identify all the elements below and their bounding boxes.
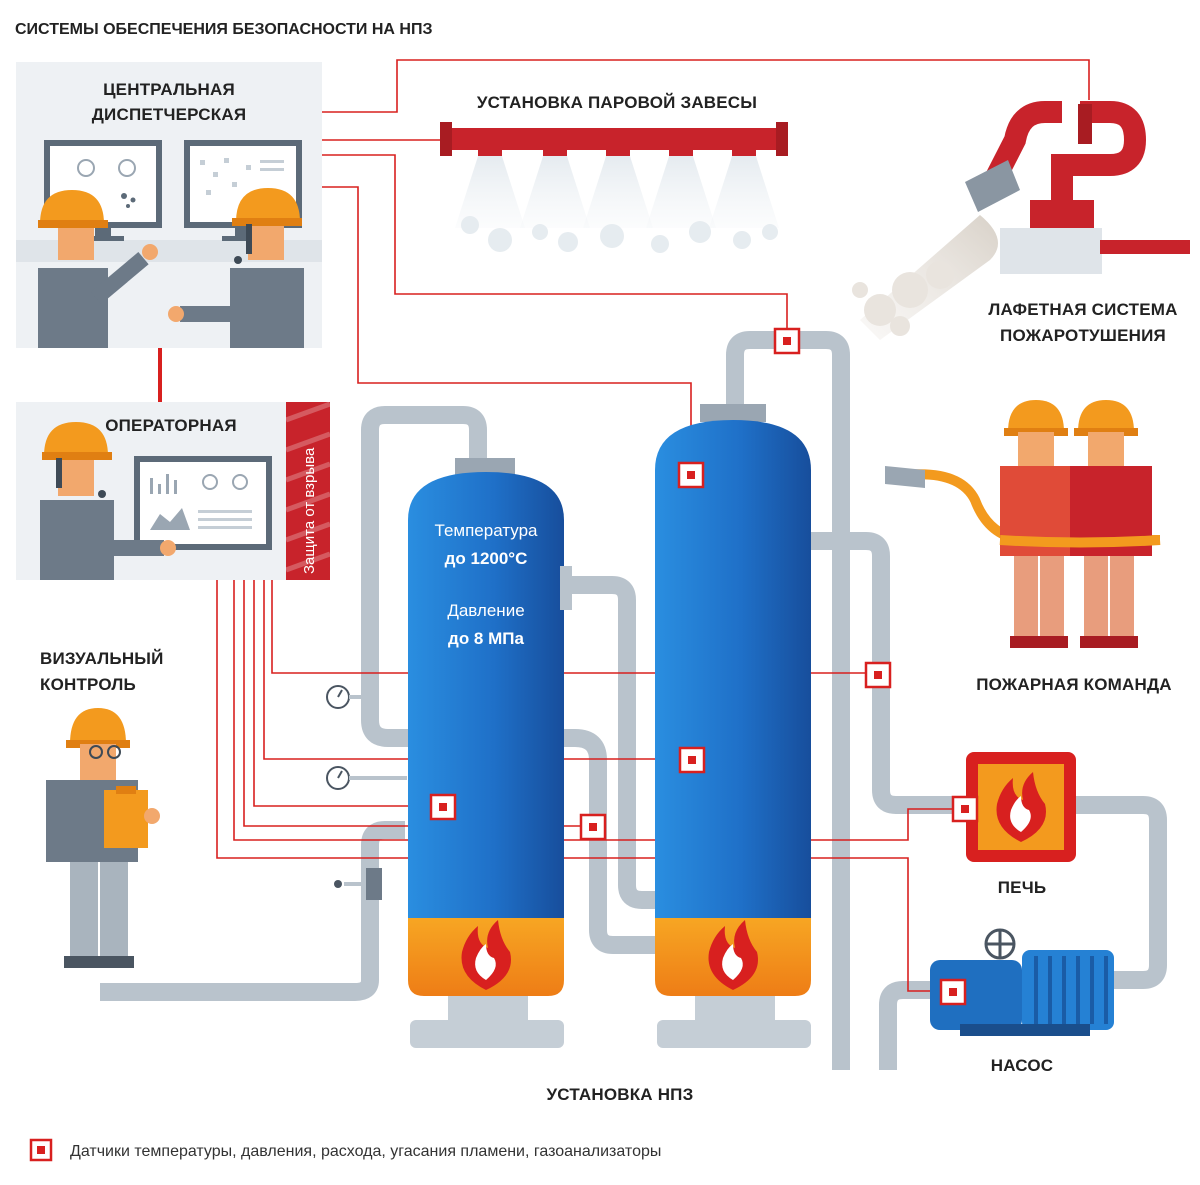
flame-icon — [461, 920, 511, 990]
pressure-value: до 8 МПа — [448, 629, 524, 648]
legend: Датчики температуры, давления, расхода, … — [29, 1138, 661, 1162]
dispatch-title-line2: ДИСПЕТЧЕРСКАЯ — [92, 105, 247, 124]
legend-text: Датчики температуры, давления, расхода, … — [70, 1143, 661, 1160]
visual-control-line1: ВИЗУАЛЬНЫЙ — [40, 649, 164, 668]
flame-icon — [996, 772, 1046, 842]
sensor-marker — [864, 661, 892, 689]
pump-label: НАСОС — [991, 1056, 1053, 1075]
sensor-marker — [773, 327, 801, 355]
operator-room-title: ОПЕРАТОРНАЯ — [105, 416, 237, 435]
sensor-legend-icon — [29, 1138, 53, 1162]
explosion-protection-label: Защита от взрыва — [301, 447, 318, 574]
visual-control-group: ВИЗУАЛЬНЫЙ КОНТРОЛЬ — [40, 649, 164, 968]
dispatcher-person-left — [38, 190, 158, 348]
pressure-gauges — [326, 685, 407, 900]
operator-monitor — [134, 456, 272, 550]
dispatcher-person-right — [168, 188, 304, 348]
refinery-unit-label: УСТАНОВКА НПЗ — [547, 1085, 694, 1104]
gauge-icon — [326, 685, 375, 709]
operator-room-panel: Защита от взрыва ОПЕРАТОРНАЯ — [16, 401, 331, 580]
gauge-icon — [326, 766, 407, 790]
pump-unit: НАСОС — [930, 928, 1114, 1075]
sensor-marker — [951, 795, 979, 823]
inspector-person — [46, 708, 160, 968]
sensor-marker — [677, 461, 705, 489]
valve-icon — [334, 868, 382, 900]
page-title: СИСТЕМЫ ОБЕСПЕЧЕНИЯ БЕЗОПАСНОСТИ НА НПЗ — [15, 21, 433, 38]
sensor-marker — [579, 813, 607, 841]
pressure-label: Давление — [447, 601, 524, 620]
fire-team-label: ПОЖАРНАЯ КОМАНДА — [976, 675, 1172, 694]
furnace-unit: ПЕЧЬ — [966, 752, 1076, 897]
firefighter-right — [1070, 400, 1152, 648]
sensor-marker — [678, 746, 706, 774]
flame-icon — [708, 920, 758, 990]
fire-monitor-label-line1: ЛАФЕТНАЯ СИСТЕМА — [988, 300, 1177, 319]
left-tank: Температура до 1200°С Давление до 8 МПа — [408, 458, 572, 1048]
central-dispatch-panel: ЦЕНТРАЛЬНАЯ ДИСПЕТЧЕРСКАЯ — [16, 62, 322, 348]
sensor-marker — [429, 793, 457, 821]
right-tank — [655, 404, 811, 1048]
visual-control-line2: КОНТРОЛЬ — [40, 675, 136, 694]
sensors — [429, 327, 979, 1006]
dispatch-title-line1: ЦЕНТРАЛЬНАЯ — [103, 80, 235, 99]
steam-curtain-unit: УСТАНОВКА ПАРОВОЙ ЗАВЕСЫ — [440, 93, 788, 253]
furnace-label: ПЕЧЬ — [998, 878, 1047, 897]
temp-value: до 1200°С — [445, 549, 528, 568]
fire-team-group: ПОЖАРНАЯ КОМАНДА — [885, 400, 1172, 694]
firefighter-left — [1000, 400, 1078, 648]
fire-monitor-label-line2: ПОЖАРОТУШЕНИЯ — [1000, 326, 1166, 345]
steam-curtain-label: УСТАНОВКА ПАРОВОЙ ЗАВЕСЫ — [477, 93, 757, 112]
fire-monitor-system: ЛАФЕТНАЯ СИСТЕМА ПОЖАРОТУШЕНИЯ — [852, 101, 1190, 345]
temp-label: Температура — [435, 521, 539, 540]
sensor-marker — [939, 978, 967, 1006]
operator-person — [40, 422, 176, 580]
